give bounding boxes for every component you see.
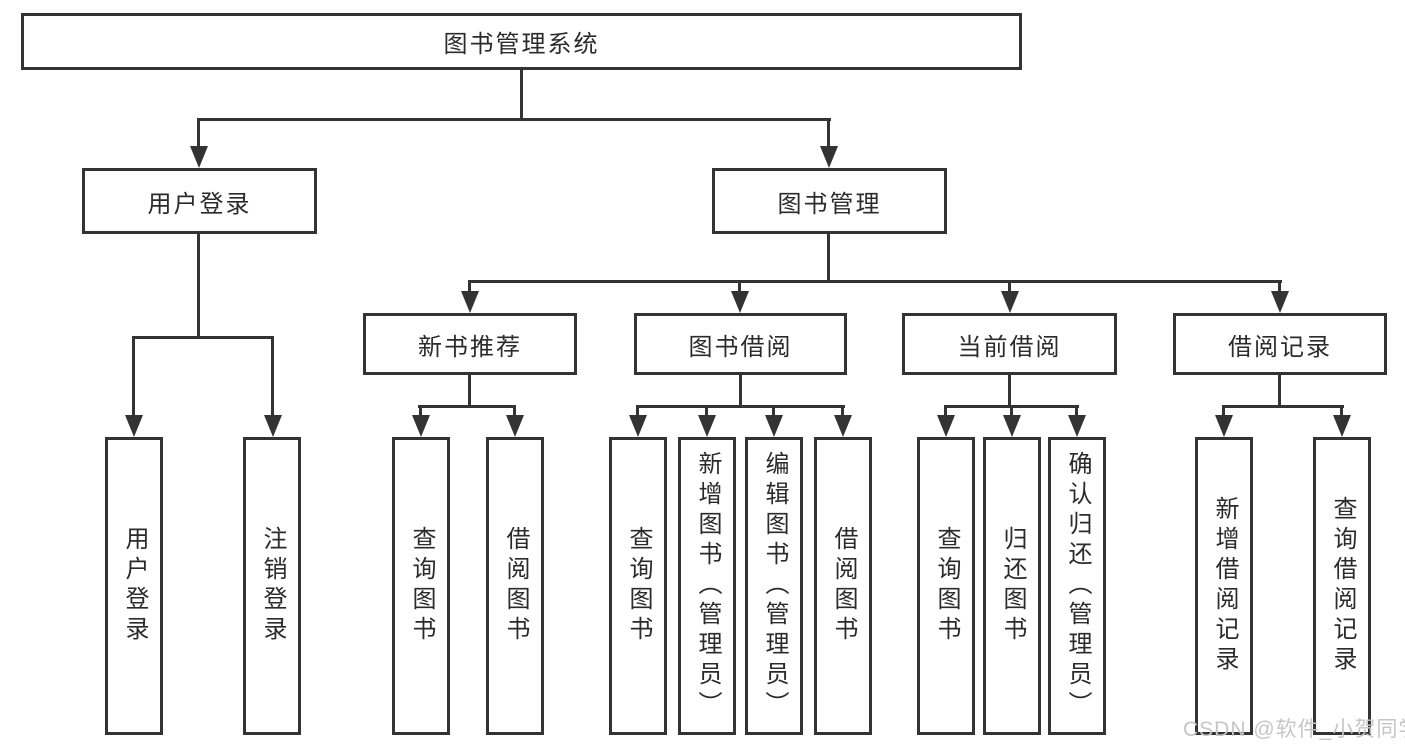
arrow-down-icon [698, 415, 716, 437]
connector-drop [772, 405, 775, 415]
arrow-down-icon [461, 291, 479, 313]
connector-branch [418, 405, 516, 408]
arrow-down-icon [412, 415, 430, 437]
arrow-down-icon [190, 146, 208, 168]
leaf-query-books-newbook: 查询图书 [392, 437, 450, 735]
connector-stem [827, 234, 830, 280]
connector-stem [197, 234, 200, 336]
leaf-query-books-borrowing: 查询图书 [609, 437, 667, 735]
arrow-down-icon [731, 291, 749, 313]
leaf-borrow-books-borrowing: 借阅图书 [814, 437, 872, 735]
connector-branch [468, 280, 1282, 283]
connector-drop [738, 280, 741, 291]
arrow-down-icon [125, 415, 143, 437]
leaf-query-books-current: 查询图书 [917, 437, 975, 735]
leaf-logout: 注销登录 [243, 437, 301, 735]
connector-drop [1008, 280, 1011, 291]
connector-stem [1278, 375, 1281, 405]
connector-branch [132, 336, 274, 339]
arrow-down-icon [1215, 415, 1233, 437]
arrow-down-icon [834, 415, 852, 437]
connector-drop [827, 118, 830, 146]
connector-drop [419, 405, 422, 415]
arrow-down-icon [1333, 415, 1351, 437]
arrow-down-icon [1003, 415, 1021, 437]
node-new-book-recommendation: 新书推荐 [363, 313, 577, 375]
node-book-management: 图书管理 [712, 168, 947, 234]
leaf-edit-books-admin: 编辑图书（管理员） [745, 437, 803, 735]
node-borrowing-records: 借阅记录 [1173, 313, 1387, 375]
arrow-down-icon [820, 146, 838, 168]
arrow-down-icon [1271, 291, 1289, 313]
connector-drop [1010, 405, 1013, 415]
leaf-borrow-books-newbook: 借阅图书 [486, 437, 544, 735]
leaf-query-borrow-record: 查询借阅记录 [1313, 437, 1371, 735]
connector-branch [1222, 405, 1344, 408]
connector-drop [705, 405, 708, 415]
connector-drop [1222, 405, 1225, 415]
connector-drop [197, 118, 200, 146]
node-library-system: 图书管理系统 [21, 13, 1022, 70]
leaf-add-books-admin: 新增图书（管理员） [678, 437, 736, 735]
connector-drop [944, 405, 947, 415]
connector-drop [271, 336, 274, 415]
connector-drop [1075, 405, 1078, 415]
node-book-borrowing: 图书借阅 [634, 313, 847, 375]
connector-drop [513, 405, 516, 415]
connector-drop [1340, 405, 1343, 415]
connector-branch [636, 405, 845, 408]
arrow-down-icon [264, 415, 282, 437]
node-user-login: 用户登录 [82, 168, 317, 234]
leaf-confirm-return-admin: 确认归还（管理员） [1048, 437, 1106, 735]
connector-stem [739, 375, 742, 405]
arrow-down-icon [1001, 291, 1019, 313]
connector-drop [132, 336, 135, 415]
connector-stem [1008, 375, 1011, 405]
leaf-return-books: 归还图书 [983, 437, 1041, 735]
connector-drop [468, 280, 471, 291]
connector-stem [468, 375, 471, 405]
arrow-down-icon [765, 415, 783, 437]
arrow-down-icon [1068, 415, 1086, 437]
arrow-down-icon [629, 415, 647, 437]
connector-stem [520, 70, 523, 118]
node-current-borrowing: 当前借阅 [902, 313, 1117, 375]
leaf-user-login: 用户登录 [105, 437, 163, 735]
arrow-down-icon [937, 415, 955, 437]
connector-drop [636, 405, 639, 415]
arrow-down-icon [506, 415, 524, 437]
watermark: CSDN @软件_小贺同学 [1183, 718, 1405, 741]
leaf-add-borrow-record: 新增借阅记录 [1195, 437, 1253, 735]
connector-branch [197, 118, 831, 121]
connector-drop [1278, 280, 1281, 291]
connector-drop [841, 405, 844, 415]
